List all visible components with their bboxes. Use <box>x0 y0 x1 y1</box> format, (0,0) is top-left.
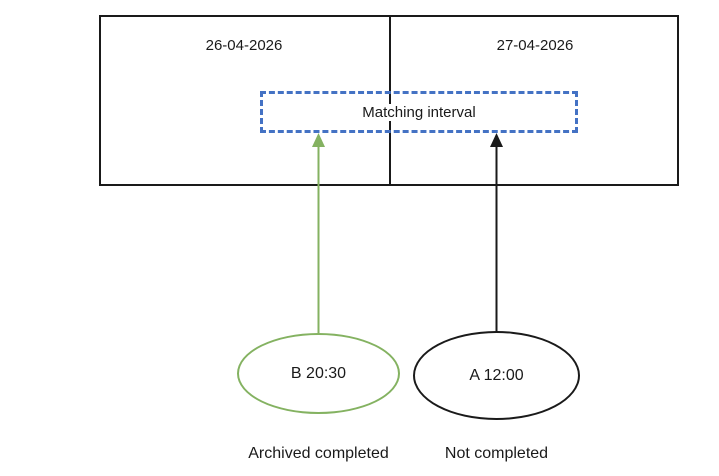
event-ellipse-archived: B 20:30 <box>237 333 400 414</box>
event-label-not-completed: A 12:00 <box>469 366 524 384</box>
day-label-26-04-2026: 26-04-2026 <box>205 37 283 54</box>
matching-interval-box: Matching interval <box>260 91 578 133</box>
event-label-archived: B 20:30 <box>290 364 347 382</box>
day-label-27-04-2026: 27-04-2026 <box>496 37 574 54</box>
matching-interval-label: Matching interval <box>360 103 478 121</box>
day-divider-line <box>389 15 391 186</box>
status-label-not-completed: Not completed <box>444 445 549 462</box>
status-label-archived-completed: Archived completed <box>248 445 389 462</box>
event-ellipse-not-completed: A 12:00 <box>413 331 580 420</box>
